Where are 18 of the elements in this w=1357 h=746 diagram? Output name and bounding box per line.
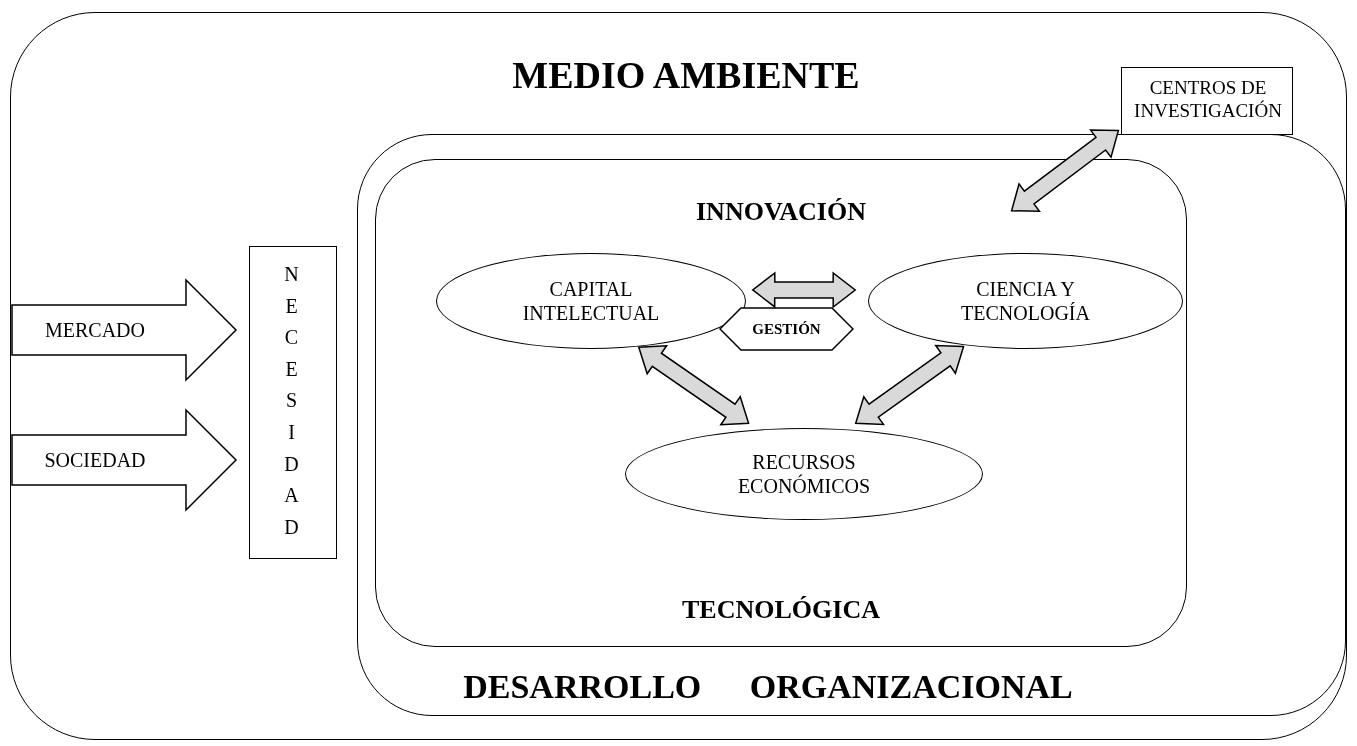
hexagon-node <box>719 307 854 351</box>
heading: MEDIO AMBIENTE <box>511 53 861 98</box>
heading: INNOVACIÓN <box>695 196 867 228</box>
vertical-box <box>249 246 337 559</box>
heading: CENTROS DE INVESTIGACIÓN <box>1133 77 1283 123</box>
node-label: CAPITAL INTELECTUAL <box>521 277 661 325</box>
block-arrow <box>637 344 750 426</box>
heading: DESARROLLO ORGANIZACIONAL <box>462 667 1074 707</box>
block-arrow <box>1010 129 1120 212</box>
heading: TECNOLÓGICA <box>681 594 881 626</box>
node-label: GESTIÓN <box>751 320 822 338</box>
research-center-box <box>1121 67 1293 135</box>
block-arrow <box>751 271 857 309</box>
node-label: RECURSOS ECONÓMICOS <box>736 450 872 498</box>
block-arrow <box>854 344 965 426</box>
node-label: NECESIDAD <box>284 262 299 540</box>
innovation-frame <box>375 159 1187 647</box>
node-label: CIENCIA Y TECNOLOGÍA <box>960 277 1091 325</box>
